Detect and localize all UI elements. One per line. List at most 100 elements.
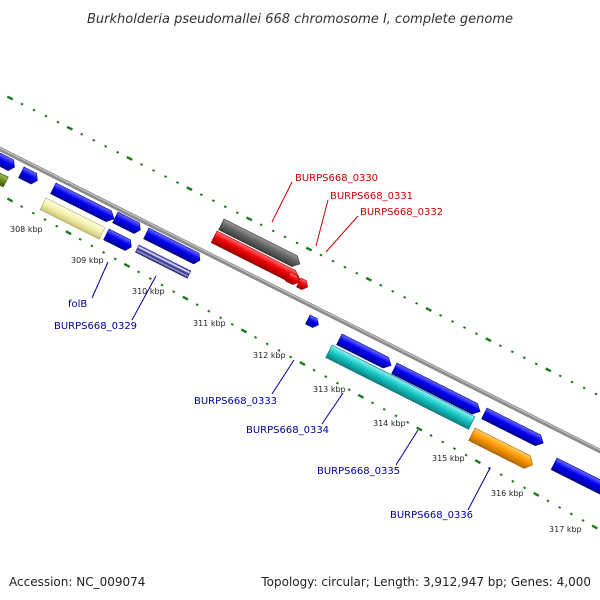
outer-tick-mark <box>92 138 96 142</box>
gene-label-BURPS668_0331[interactable]: BURPS668_0331 <box>330 191 413 202</box>
outer-tick-mark <box>415 301 419 305</box>
gene-label-BURPS668_0332[interactable]: BURPS668_0332 <box>360 207 443 218</box>
gene-blue-upper-2[interactable] <box>112 211 143 235</box>
inner-tick-mark <box>43 218 47 222</box>
outer-tick-mark <box>319 253 323 257</box>
gene-blue-left-1[interactable] <box>0 149 17 172</box>
outer-tick-mark <box>283 235 287 239</box>
inner-tick-mark <box>277 349 281 352</box>
gene-olive-left[interactable] <box>0 169 9 188</box>
backbone-highlight <box>0 147 600 451</box>
inner-tick-mark <box>207 309 211 313</box>
inner-tick-mark <box>6 197 14 203</box>
inner-tick-mark <box>240 328 248 334</box>
gene-cyan-0334[interactable] <box>325 344 476 430</box>
inner-tick-mark <box>591 524 598 530</box>
inner-tick-mark <box>324 375 328 379</box>
inner-tick-mark <box>394 414 398 418</box>
outer-tick-mark <box>474 332 478 336</box>
inner-tick-mark <box>160 283 164 287</box>
outer-tick-mark <box>186 186 193 192</box>
inner-tick-mark <box>254 335 258 339</box>
outer-tick-mark <box>365 276 373 282</box>
accession-text: Accession: NC_009074 <box>9 575 145 589</box>
outer-tick-mark <box>594 392 598 396</box>
outer-tick-mark <box>245 216 253 222</box>
inner-tick-mark <box>113 257 117 261</box>
gene-blue-0334-upper[interactable] <box>336 333 394 371</box>
inner-tick-mark <box>546 499 550 503</box>
inner-tick-mark <box>289 355 293 359</box>
gene-blue-0329-b[interactable] <box>143 227 203 266</box>
inner-tick-mark <box>90 244 94 248</box>
outer-tick-mark <box>534 362 538 366</box>
outer-tick-mark <box>199 193 203 197</box>
gene-blue-0336-upper[interactable] <box>481 407 546 448</box>
outer-tick-mark <box>439 314 443 317</box>
gene-blue-small-0333[interactable] <box>305 314 321 329</box>
inner-tick-mark <box>357 393 365 399</box>
kbp-label-310: 310 kbp <box>132 287 165 296</box>
inner-tick-row <box>6 197 598 530</box>
forward-leaders <box>271 181 359 253</box>
inner-tick-mark <box>123 262 131 268</box>
inner-tick-mark <box>406 420 410 424</box>
gene-label-folB[interactable]: folB <box>68 299 87 310</box>
inner-tick-mark <box>474 459 481 465</box>
outer-tick-mark <box>6 95 14 101</box>
forward-gene-red-0331[interactable] <box>285 271 302 287</box>
outer-tick-mark <box>545 367 552 373</box>
outer-tick-mark <box>485 337 492 343</box>
outer-tick-mark <box>582 386 586 390</box>
gene-yellow-folB[interactable] <box>39 197 106 240</box>
inner-tick-mark <box>371 401 375 405</box>
gene-blue-upper-1[interactable] <box>50 182 117 224</box>
outer-tick-mark <box>163 175 168 178</box>
inner-tick-mark <box>182 295 189 301</box>
forward-gene-gray[interactable] <box>218 218 303 269</box>
outer-tick-mark <box>355 271 359 275</box>
gene-blue-0329-a[interactable] <box>103 228 134 252</box>
gene-label-BURPS668_0329[interactable]: BURPS668_0329 <box>54 321 137 332</box>
inner-tick-mark <box>78 237 82 241</box>
inner-tick-mark <box>219 316 223 320</box>
inner-tick-mark <box>523 486 527 490</box>
gene-striped-0329[interactable] <box>135 244 192 279</box>
kbp-label-314: 314 kbp <box>373 419 406 428</box>
outer-tick-mark <box>522 356 526 360</box>
inner-tick-mark <box>312 368 316 372</box>
outer-tick-mark <box>80 132 84 136</box>
inner-tick-mark <box>172 290 176 294</box>
gene-label-BURPS668_0333[interactable]: BURPS668_0333 <box>194 396 277 407</box>
gene-blue-left-2[interactable] <box>18 166 40 186</box>
outer-tick-mark <box>391 289 395 293</box>
gene-blue-0335-upper[interactable] <box>391 362 483 417</box>
gene-blue-right-edge[interactable] <box>550 457 600 497</box>
gene-label-BURPS668_0335[interactable]: BURPS668_0335 <box>317 466 400 477</box>
inner-tick-mark <box>148 277 152 280</box>
inner-tick-mark <box>569 512 573 516</box>
gene-label-BURPS668_0336[interactable]: BURPS668_0336 <box>390 510 473 521</box>
gene-label-BURPS668_0334[interactable]: BURPS668_0334 <box>246 425 329 436</box>
outer-tick-mark <box>295 241 299 245</box>
gene-orange-0336[interactable] <box>468 427 536 471</box>
inner-tick-mark <box>195 303 199 307</box>
outer-tick-mark <box>223 205 227 209</box>
forward-gene-red-0332[interactable] <box>296 277 310 291</box>
outer-tick-mark <box>425 307 432 312</box>
inner-tick-mark <box>265 342 269 346</box>
gene-label-BURPS668_0330[interactable]: BURPS668_0330 <box>295 173 378 184</box>
kbp-label-317: 317 kbp <box>549 525 582 534</box>
outer-tick-mark <box>20 102 24 106</box>
inner-tick-mark <box>20 205 24 208</box>
outer-tick-row <box>6 95 598 396</box>
outer-tick-mark <box>32 108 36 112</box>
outer-tick-mark <box>271 229 275 233</box>
inner-tick-mark <box>581 519 585 522</box>
inner-tick-mark <box>441 440 445 444</box>
inner-tick-mark <box>511 479 515 483</box>
outer-tick-mark <box>403 295 407 299</box>
inner-tick-mark <box>382 407 386 411</box>
kbp-label-311: 311 kbp <box>193 319 226 328</box>
